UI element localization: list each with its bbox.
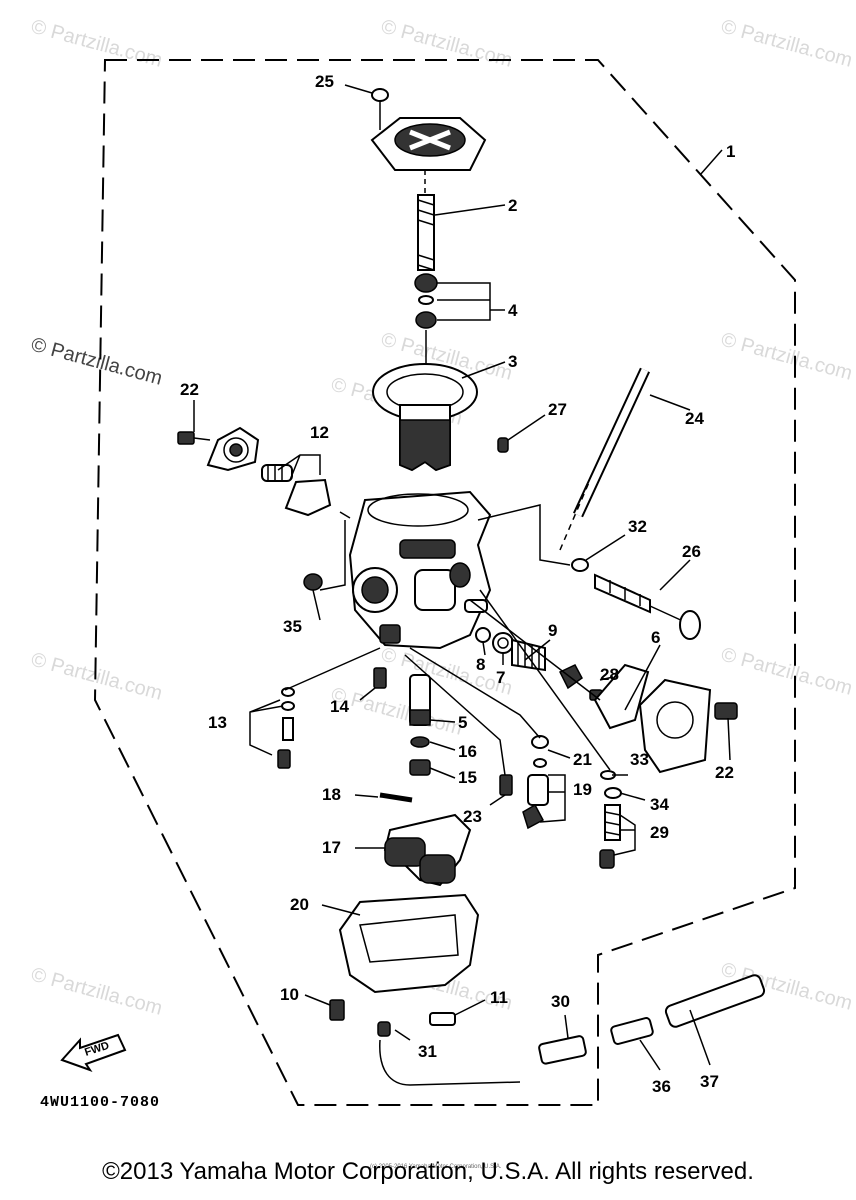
callout: 20: [290, 895, 309, 914]
main-jet-stack: [409, 674, 431, 776]
callout: 5: [458, 713, 467, 732]
callout: 16: [458, 742, 477, 761]
throttle-cable-rod: [559, 367, 650, 551]
callout: 12: [310, 423, 329, 442]
callout: 18: [322, 785, 341, 804]
fine-print: (c) 2005-2016 Yamaha Motor Corporation, …: [370, 1164, 502, 1170]
callout: 29: [650, 823, 669, 842]
callout: 37: [700, 1072, 719, 1091]
float-bowl: [329, 893, 587, 1086]
callout: 24: [685, 409, 704, 428]
watermark: © Partzilla.com: [719, 16, 855, 72]
callout: 27: [548, 400, 567, 419]
watermark: © Partzilla.com: [329, 684, 465, 740]
callout: 22: [715, 763, 734, 782]
callout: 32: [628, 517, 647, 536]
float-assembly: [379, 792, 472, 887]
diaphragm-piston: [372, 363, 478, 472]
callout: 23: [463, 807, 482, 826]
callout: 36: [652, 1077, 671, 1096]
leader-lines: [193, 84, 731, 1071]
callout: 7: [496, 668, 505, 687]
callout: 33: [630, 750, 649, 769]
pilot-screw: [303, 573, 323, 591]
callout: 35: [283, 617, 302, 636]
watermark: © Partzilla.com: [719, 644, 855, 700]
watermark: © Partzilla.com: [719, 329, 855, 385]
spring: [417, 194, 435, 271]
needle-set: [414, 273, 438, 395]
callout: 11: [490, 988, 508, 1007]
watermark: © Partzilla.com: [29, 334, 165, 390]
jets-right: [499, 735, 622, 869]
callout: 26: [682, 542, 701, 561]
watermark: © Partzilla.com: [379, 16, 515, 72]
callout: 2: [508, 196, 517, 215]
callout: 25: [315, 72, 334, 91]
hose-fittings: [571, 558, 701, 640]
callout: 13: [208, 713, 227, 732]
callout: 34: [650, 795, 669, 814]
drain-hose-parts: [610, 974, 766, 1045]
callout: 10: [280, 985, 299, 1004]
fwd-arrow-icon: FWD: [60, 1033, 127, 1072]
watermark: © Partzilla.com: [29, 964, 165, 1020]
accelerator-pump-parts: [475, 627, 650, 730]
side-cover-left: [177, 426, 260, 472]
callout: 15: [458, 768, 477, 787]
callout: 6: [651, 628, 660, 647]
watermark: © Partzilla.com: [29, 16, 165, 72]
callout: 1: [726, 142, 735, 161]
callout: 31: [418, 1042, 437, 1061]
callout: 21: [573, 750, 592, 769]
callout: 30: [551, 992, 570, 1011]
accelerator-pump-cover: [638, 678, 738, 774]
callout: 3: [508, 352, 517, 371]
diagram-code: 4WU1100-7080: [40, 1094, 160, 1111]
drain-fittings-left: [277, 667, 387, 769]
callout: 9: [548, 621, 557, 640]
callout: 8: [476, 655, 485, 674]
copyright-notice: ©2013 Yamaha Motor Corporation, U.S.A. A…: [102, 1158, 754, 1185]
callout: 14: [330, 697, 349, 716]
watermark: © Partzilla.com: [29, 649, 165, 705]
callout: 19: [573, 780, 592, 799]
callout: 22: [180, 380, 199, 399]
top-cap-with-screw: [370, 88, 487, 195]
carburetor-body: [348, 490, 492, 650]
throttle-stop-screw: [497, 437, 509, 453]
callout: 17: [322, 838, 341, 857]
callout: 4: [508, 301, 518, 320]
callout-labels: 25 2 4 3 1 24 27 22 12 32 26 35 9 6 8 7 …: [180, 72, 735, 1096]
callout: 28: [600, 665, 619, 684]
assembly-boundary: [93, 59, 796, 1106]
